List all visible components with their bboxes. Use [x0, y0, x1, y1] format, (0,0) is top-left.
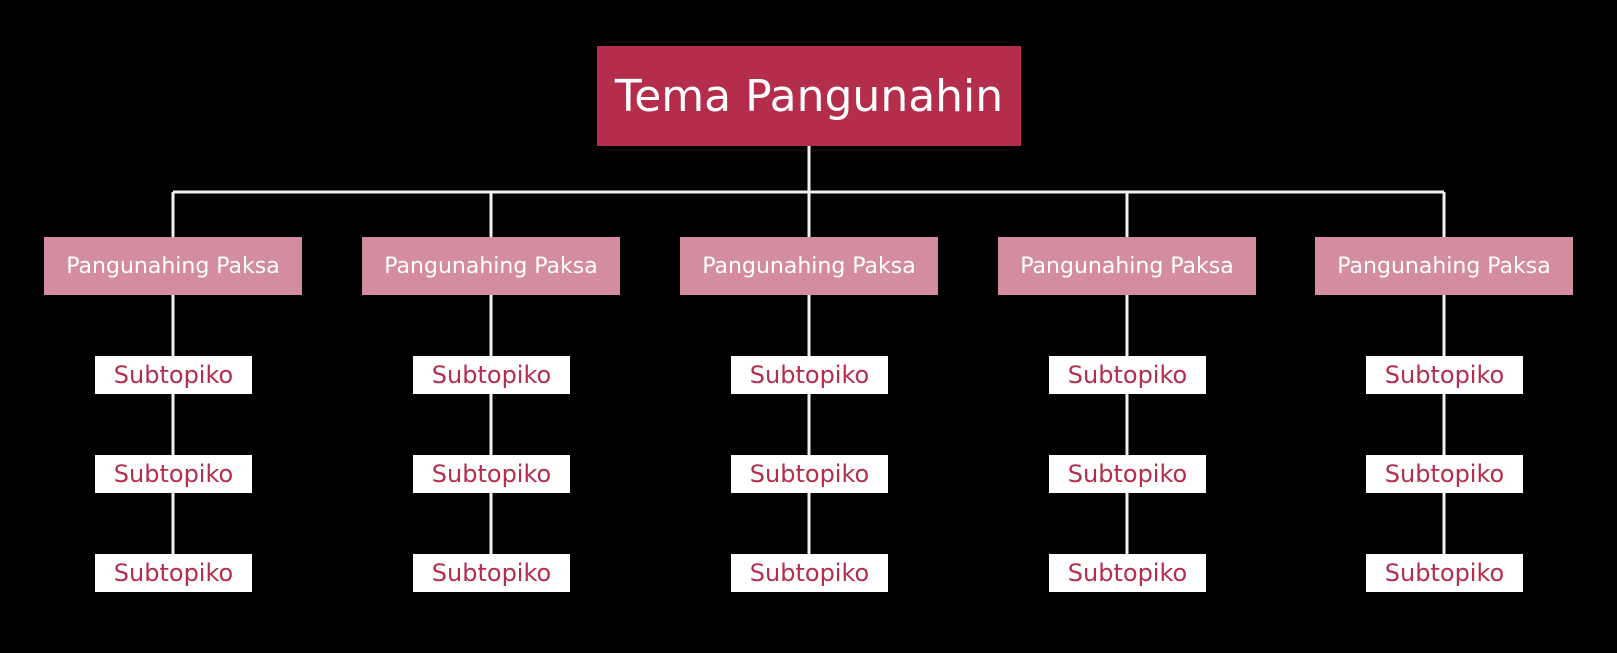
subtopic-node: Subtopiko — [1049, 356, 1206, 394]
subtopic-node: Subtopiko — [1049, 554, 1206, 592]
root-node: Tema Pangunahin — [597, 46, 1021, 146]
branch-node: Pangunahing Paksa — [362, 237, 620, 295]
subtopic-node: Subtopiko — [1366, 554, 1523, 592]
subtopic-node: Subtopiko — [95, 356, 252, 394]
branch-node: Pangunahing Paksa — [1315, 237, 1573, 295]
subtopic-node: Subtopiko — [413, 554, 570, 592]
branch-node: Pangunahing Paksa — [44, 237, 302, 295]
subtopic-node: Subtopiko — [95, 455, 252, 493]
subtopic-node: Subtopiko — [1366, 356, 1523, 394]
subtopic-node: Subtopiko — [413, 356, 570, 394]
branch-node: Pangunahing Paksa — [998, 237, 1256, 295]
subtopic-node: Subtopiko — [1366, 455, 1523, 493]
subtopic-node: Subtopiko — [95, 554, 252, 592]
subtopic-node: Subtopiko — [731, 455, 888, 493]
subtopic-node: Subtopiko — [731, 554, 888, 592]
branch-node: Pangunahing Paksa — [680, 237, 938, 295]
subtopic-node: Subtopiko — [1049, 455, 1206, 493]
subtopic-node: Subtopiko — [731, 356, 888, 394]
subtopic-node: Subtopiko — [413, 455, 570, 493]
